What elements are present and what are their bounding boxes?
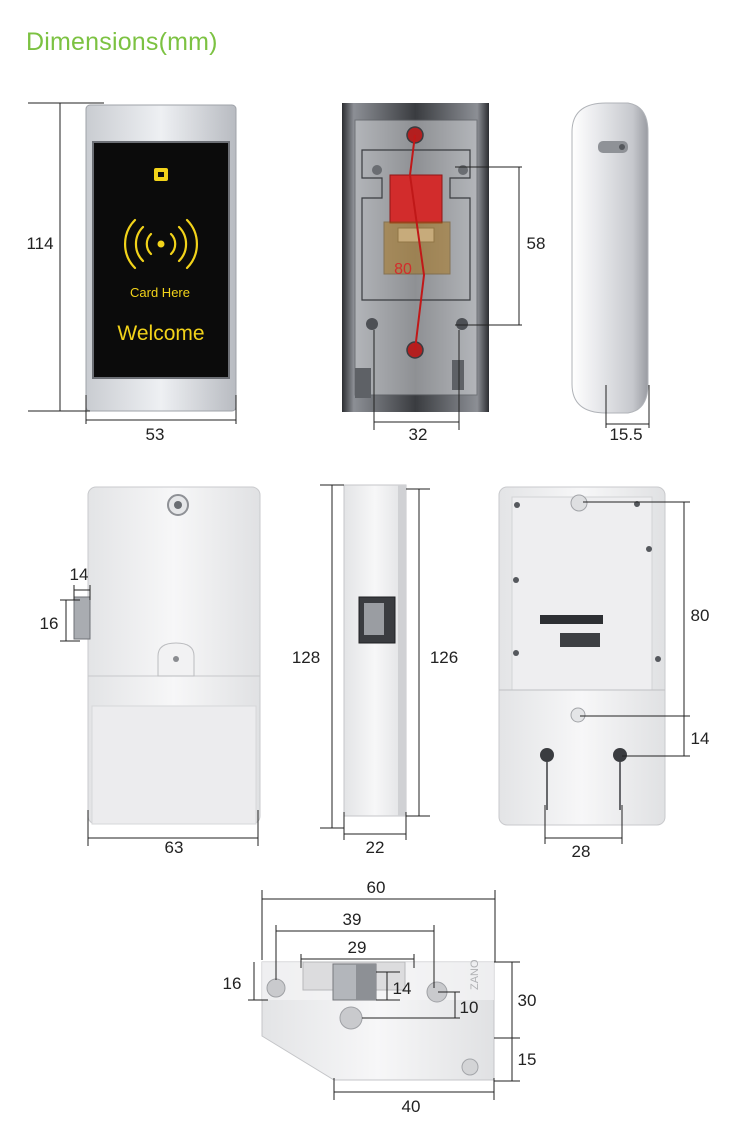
bolt-overall-width-label: 60 <box>367 878 386 897</box>
back-screw-br <box>456 318 468 330</box>
front-height-label: 114 <box>26 234 53 253</box>
lock-side-edge <box>398 485 406 816</box>
lock-open-view: 80 14 28 <box>498 486 710 861</box>
lock-side-slot-bolt <box>364 603 384 635</box>
lock-open-offset-label: 14 <box>691 729 710 748</box>
bolt-hole-span-label: 39 <box>343 910 362 929</box>
back-hole-width-label: 32 <box>409 425 428 444</box>
front-width-label: 53 <box>146 425 165 444</box>
front-view: Card Here Welcome 114 53 <box>26 102 237 444</box>
rfid-waves-icon <box>124 218 198 270</box>
side-housing <box>571 102 649 414</box>
lock-open-bolt-slot <box>540 615 603 624</box>
bolt-side-height-label: 16 <box>223 974 242 993</box>
side-clip-screw <box>619 144 625 150</box>
lock-open-hole-spacing-label: 28 <box>572 842 591 861</box>
front-screen <box>92 141 230 379</box>
back-hole-spacing-label: 58 <box>527 234 546 253</box>
lock-open-hole-right <box>613 748 627 762</box>
lock-side-height-right-label: 126 <box>430 648 458 667</box>
pcb-wire <box>408 134 426 351</box>
lock-open-bolt-block <box>560 633 600 647</box>
bolt-side-marking: ZANO <box>469 959 481 990</box>
bolt-plunger-shadow <box>356 964 376 1000</box>
lock-back-top-hole-inner <box>174 501 182 509</box>
screen-welcome-text: Welcome <box>117 322 204 345</box>
bolt-base-width-label: 40 <box>402 1097 421 1116</box>
lock-side-view: 128 126 22 <box>292 484 458 857</box>
page-title: Dimensions(mm) <box>26 28 218 56</box>
lock-open-inner-panel <box>511 496 653 691</box>
lock-open-height-label: 80 <box>691 606 710 625</box>
lock-latch-height-label: 16 <box>40 614 59 633</box>
back-screw-tl <box>372 165 382 175</box>
bolt-height-label: 14 <box>393 979 412 998</box>
back-bottom-clip-left <box>355 368 371 398</box>
lock-latch <box>73 596 91 640</box>
bolt-view: ZANO 60 39 29 16 14 10 30 <box>223 878 537 1116</box>
side-depth-label: 15.5 <box>609 425 642 444</box>
screen-card-text: Card Here <box>130 285 190 300</box>
lock-latch-width-label: 14 <box>70 565 89 584</box>
bolt-hole-center <box>339 1006 363 1030</box>
back-view: 80 58 32 <box>342 103 545 444</box>
bolt-width-label: 29 <box>348 938 367 957</box>
lock-open-hole-left <box>540 748 554 762</box>
back-frame-notch <box>361 149 471 301</box>
side-view: 15.5 <box>571 102 650 444</box>
bolt-hole-left <box>266 978 286 998</box>
lock-open-screw-1 <box>514 502 520 508</box>
lock-side-body <box>343 484 407 817</box>
lock-back-bump-hole <box>173 656 179 662</box>
lock-open-mid-hole <box>570 707 586 723</box>
lock-back-lower-panel <box>91 705 257 825</box>
bolt-tab-height-label: 15 <box>518 1050 537 1069</box>
lock-open-screw-5 <box>513 650 519 656</box>
lock-open-screw-4 <box>646 546 652 552</box>
pcb-number: 80 <box>394 261 412 278</box>
back-bottom-clip-right <box>452 360 464 390</box>
lock-side-depth-label: 22 <box>366 838 385 857</box>
lock-width-label: 63 <box>165 838 184 857</box>
lock-side-height-left-label: 128 <box>292 648 320 667</box>
bolt-body-height-label: 30 <box>518 991 537 1010</box>
nfc-chip-inner <box>158 172 164 177</box>
lock-back-view: 14 16 63 <box>40 486 261 857</box>
lock-open-top-hole <box>570 494 588 512</box>
bolt-hole-offset-label: 10 <box>460 998 479 1017</box>
side-clip <box>598 141 628 153</box>
bolt-hole-tab <box>461 1058 479 1076</box>
back-screw-bl <box>366 318 378 330</box>
lock-open-screw-3 <box>513 577 519 583</box>
lock-open-screw-6 <box>655 656 661 662</box>
